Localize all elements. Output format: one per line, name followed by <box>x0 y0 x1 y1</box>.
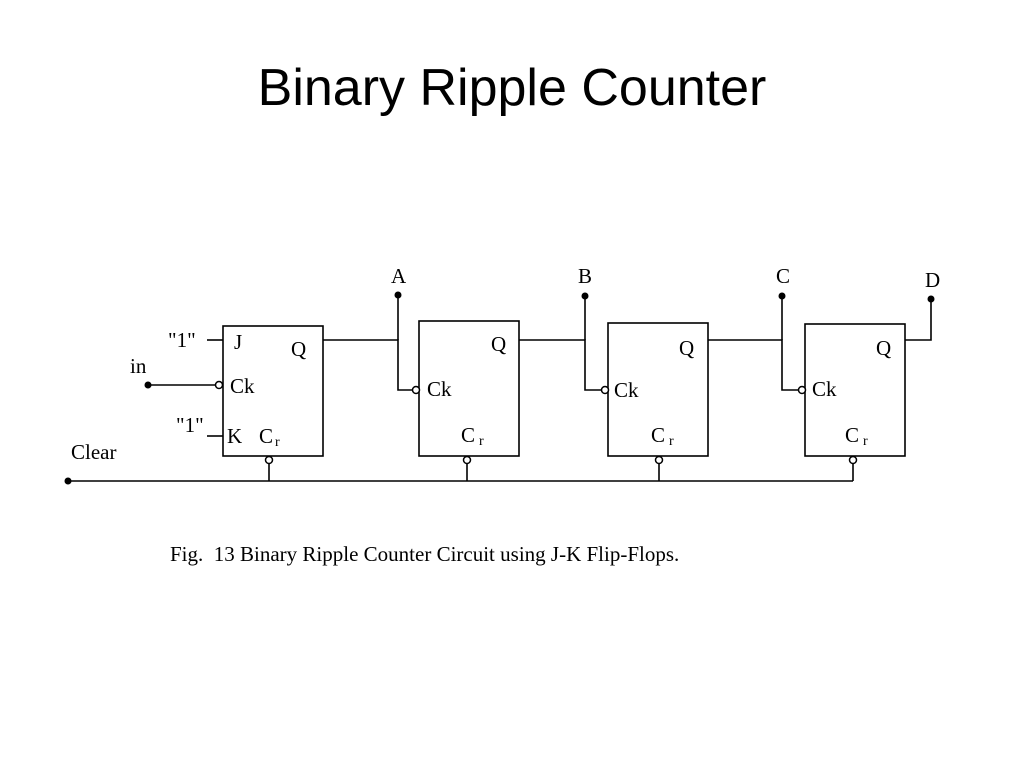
output-a-terminal <box>394 291 402 299</box>
wire-q4-d <box>905 300 932 341</box>
ff4-q-pin: Q <box>876 336 891 360</box>
clock-input-terminal <box>144 381 152 389</box>
ff1-ck-pin: Ck <box>230 374 255 398</box>
ff2-ck-pin: Ck <box>427 377 452 401</box>
output-c-terminal <box>778 292 786 300</box>
clear-terminal <box>64 477 72 485</box>
ff3-q-pin: Q <box>679 336 694 360</box>
cr3-bubble <box>654 455 664 465</box>
wire-q2-ck3 <box>519 339 602 391</box>
flip-flop-1 <box>222 325 324 457</box>
output-b-label: B <box>578 264 592 288</box>
k-input-label: "1" <box>176 413 204 437</box>
figure-caption: Fig. 13 Binary Ripple Counter Circuit us… <box>170 542 679 566</box>
clear-label: Clear <box>71 440 116 464</box>
ck2-bubble <box>411 385 421 395</box>
clock-input-label: in <box>130 354 147 378</box>
ff4-ck-pin: Ck <box>812 377 837 401</box>
wire-q1-ck2 <box>323 339 413 391</box>
cr4-bubble <box>848 455 858 465</box>
output-a-label: A <box>391 264 407 288</box>
output-d-terminal <box>927 295 935 303</box>
ff2-q-pin: Q <box>491 332 506 356</box>
cr1-bubble <box>264 455 274 465</box>
ck3-bubble <box>600 385 610 395</box>
ff1-q-pin: Q <box>291 337 306 361</box>
ff1-k-pin: K <box>227 424 242 448</box>
ck1-bubble <box>214 380 224 390</box>
ff3-ck-pin: Ck <box>614 378 639 402</box>
output-b-terminal <box>581 292 589 300</box>
output-d-label: D <box>925 268 940 292</box>
ff1-j-pin: J <box>234 330 242 354</box>
ck4-bubble <box>797 385 807 395</box>
slide-title: Binary Ripple Counter <box>257 59 767 117</box>
j-input-label: "1" <box>168 328 196 352</box>
output-c-label: C <box>776 264 790 288</box>
cr2-bubble <box>462 455 472 465</box>
wire-q3-ck4 <box>708 339 799 391</box>
